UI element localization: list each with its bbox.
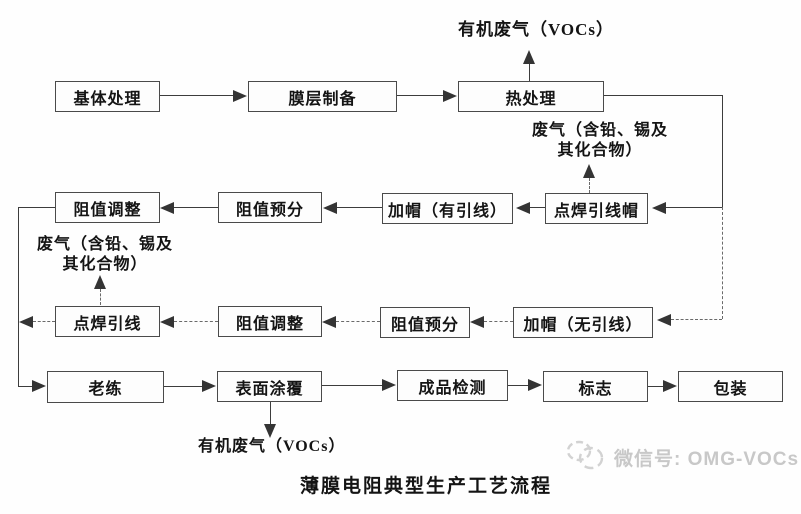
arrowhead-left-icon [470,316,484,328]
node-weld-lead-cap: 点焊引线帽 [545,193,648,224]
connector-heat-to-rail [604,95,723,96]
arrowhead-right-icon [233,90,247,102]
emission-label-line: 其化合物） [557,142,643,159]
emission-label-vocs-bottom: 有机废气（VOCs） [198,438,346,455]
rail-right-dashed [722,207,723,319]
connector-weldlead-to-waste [100,289,101,305]
node-resistance-adjust-upper: 阻值调整 [55,192,160,223]
node-resistance-presort-lower: 阻值预分 [380,307,470,338]
connector-weldcap-to-caplead [530,207,545,208]
connector-coating-to-inspection [322,385,383,386]
connector-capnolead-to-presort [484,321,513,322]
watermark: 微信号: OMG-VOCs [566,438,799,477]
arrowhead-left-icon [322,316,336,328]
connector-base-to-film [160,95,234,96]
node-cap-without-lead: 加帽（无引线） [513,307,653,338]
connector-presort-to-adjust-lower [336,321,380,322]
connector-presort-to-adjust [174,207,218,208]
arrowhead-right-icon [528,379,542,391]
arrowhead-left-icon [516,202,530,214]
node-final-inspection: 成品检测 [397,370,508,401]
arrowhead-right-icon [382,379,396,391]
connector-weldlead-to-rail [33,321,55,322]
arrowhead-up-icon [583,164,595,178]
arrowhead-left-icon [652,202,666,214]
node-aging: 老练 [47,371,164,403]
arrowhead-right-icon [443,90,457,102]
emission-label-vocs-top: 有机废气（VOCs） [458,20,615,39]
node-marking: 标志 [543,371,648,402]
node-surface-coating: 表面涂覆 [217,371,322,402]
arrowhead-up-icon [94,275,106,289]
emission-label-pb-sn-lower: 废气（含铅、锡及 其化合物） [25,235,185,275]
connector-marking-to-packaging [648,386,664,387]
diagram-caption: 薄膜电阻典型生产工艺流程 [300,476,553,497]
rail-left-solid [18,207,19,386]
rail-right-solid [722,95,723,207]
connector-coating-to-vocs [270,402,271,424]
arrowhead-up-icon [523,50,535,64]
node-heat-treatment: 热处理 [458,81,604,112]
arrowhead-left-icon [160,202,174,214]
connector-rail-to-weldcap [666,207,722,208]
connector-heat-to-vocs [529,64,530,81]
node-film-preparation: 膜层制备 [248,81,397,112]
connector-inspection-to-marking [508,385,529,386]
arrowhead-left-icon [323,202,337,214]
connector-rail-to-aging [18,386,33,387]
emission-label-line: 其化合物） [62,256,148,273]
connector-weldcap-to-waste [589,178,590,193]
arrowhead-right-icon [202,380,216,392]
connector-caplead-to-presort [337,207,382,208]
node-weld-lead: 点焊引线 [55,306,160,337]
node-resistance-presort-upper: 阻值预分 [218,192,322,223]
emission-label-pb-sn-upper: 废气（含铅、锡及 其化合物） [520,121,680,161]
node-packaging: 包装 [678,371,783,402]
node-base-treatment: 基体处理 [55,81,160,112]
arrowhead-right-icon [663,380,677,392]
watermark-label: 微信号: OMG-VOCs [614,449,800,470]
node-cap-with-lead: 加帽（有引线） [382,193,513,224]
arrowhead-left-icon [657,314,671,326]
doodle-sketch-icon [566,438,606,477]
connector-adjust-to-rail [18,207,55,208]
emission-label-line: 废气（含铅、锡及 [531,122,668,139]
arrowhead-down-icon [264,424,276,438]
arrowhead-left-icon [160,316,174,328]
connector-aging-to-coating [164,386,203,387]
arrowhead-left-icon [19,316,33,328]
connector-adjust-to-weldlead [174,321,218,322]
connector-rail-to-capnolead [671,319,722,320]
node-resistance-adjust-lower: 阻值调整 [218,306,322,337]
connector-film-to-heat [397,95,443,96]
arrowhead-right-icon [32,380,46,392]
emission-label-line: 废气（含铅、锡及 [36,236,173,253]
